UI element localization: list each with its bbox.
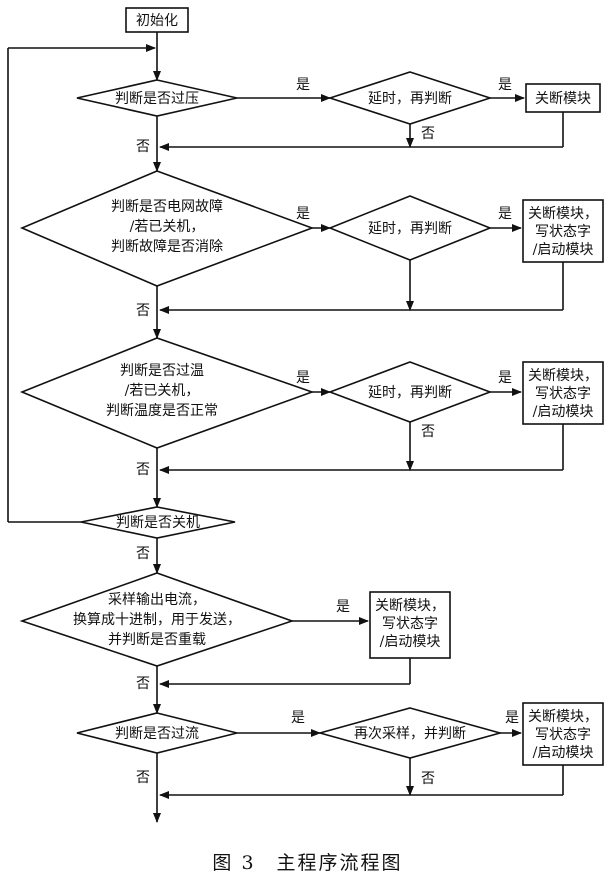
node-init bbox=[125, 7, 189, 33]
shutdown-1-label: 关断模块 bbox=[535, 91, 591, 107]
no-label-overtemp: 否 bbox=[136, 462, 150, 478]
no-label-shutdown-check: 否 bbox=[136, 546, 150, 562]
no-label-grid-fault: 否 bbox=[136, 303, 150, 319]
no-label-overcurrent: 否 bbox=[136, 770, 150, 786]
no-label-sample: 否 bbox=[136, 676, 150, 692]
node-check-overtemp bbox=[19, 337, 315, 449]
action-4-line-3: /启动模块 bbox=[380, 634, 441, 650]
action-3-line-2: 写状态字 bbox=[535, 386, 591, 402]
delay-recheck-1-label: 延时，再判断 bbox=[368, 91, 452, 107]
check-overtemp-line-1: 判断是否过温 bbox=[120, 363, 204, 379]
check-overtemp-line-3: 判断温度是否正常 bbox=[106, 403, 218, 419]
figure-caption: 图 3 主程序流程图 bbox=[212, 852, 403, 874]
check-overtemp-line-2: /若已关机， bbox=[125, 383, 200, 399]
check-grid-fault-line-3: 判断故障是否消除 bbox=[111, 239, 223, 255]
action-5-line-3: /启动模块 bbox=[533, 745, 594, 761]
yes-label-overvoltage: 是 bbox=[296, 77, 310, 93]
action-2-line-1: 关断模块， bbox=[528, 206, 598, 222]
node-check-shutdown bbox=[80, 506, 236, 539]
check-shutdown-label: 判断是否关机 bbox=[116, 515, 200, 531]
action-5-line-1: 关断模块， bbox=[528, 709, 598, 725]
no-label-delay-3: 否 bbox=[421, 424, 435, 440]
init-label: 初始化 bbox=[136, 12, 178, 29]
node-check-overcurrent bbox=[76, 712, 238, 754]
node-delay-recheck-2 bbox=[327, 195, 493, 261]
node-check-grid-fault bbox=[19, 170, 315, 287]
check-overvoltage-label: 判断是否过压 bbox=[115, 91, 199, 107]
no-label-resample: 否 bbox=[421, 771, 435, 787]
yes-label-delay-1: 是 bbox=[498, 77, 512, 93]
sample-current-line-3: 并判断是否重载 bbox=[108, 632, 206, 648]
yes-label-grid-fault: 是 bbox=[296, 206, 310, 222]
resample-recheck-label: 再次采样，并判断 bbox=[354, 726, 466, 742]
sample-current-line-1: 采样输出电流， bbox=[108, 592, 206, 608]
node-check-overvoltage bbox=[76, 79, 238, 117]
action-5-line-2: 写状态字 bbox=[535, 727, 591, 743]
delay-recheck-3-label: 延时，再判断 bbox=[368, 385, 452, 401]
action-3-line-1: 关断模块， bbox=[528, 368, 598, 384]
node-action-4 bbox=[369, 591, 451, 659]
node-resample-recheck bbox=[317, 707, 503, 759]
action-4-line-1: 关断模块， bbox=[375, 598, 445, 614]
no-label-delay-1: 否 bbox=[421, 126, 435, 142]
action-3-line-3: /启动模块 bbox=[533, 404, 594, 420]
action-2-line-2: 写状态字 bbox=[535, 224, 591, 240]
check-grid-fault-line-1: 判断是否电网故障 bbox=[111, 199, 223, 215]
node-delay-recheck-3 bbox=[327, 361, 493, 423]
yes-label-delay-2: 是 bbox=[498, 206, 512, 222]
yes-label-resample: 是 bbox=[505, 710, 519, 726]
yes-label-delay-3: 是 bbox=[498, 370, 512, 386]
yes-label-overtemp: 是 bbox=[296, 370, 310, 386]
check-overcurrent-label: 判断是否过流 bbox=[115, 726, 199, 742]
node-action-2 bbox=[522, 199, 604, 263]
node-shutdown-1 bbox=[525, 83, 601, 113]
yes-label-overcurrent: 是 bbox=[291, 710, 305, 726]
node-action-5 bbox=[522, 702, 604, 766]
check-grid-fault-line-2: /若已关机， bbox=[130, 219, 205, 235]
node-action-3 bbox=[522, 361, 604, 425]
node-delay-recheck-1 bbox=[327, 71, 493, 125]
yes-label-sample: 是 bbox=[336, 599, 350, 615]
action-2-line-3: /启动模块 bbox=[533, 242, 594, 258]
delay-recheck-2-label: 延时，再判断 bbox=[368, 221, 452, 237]
sample-current-line-2: 换算成十进制，用于发送， bbox=[73, 611, 241, 628]
node-sample-current bbox=[19, 572, 295, 667]
action-4-line-2: 写状态字 bbox=[382, 616, 438, 632]
no-label-overvoltage: 否 bbox=[136, 139, 150, 155]
